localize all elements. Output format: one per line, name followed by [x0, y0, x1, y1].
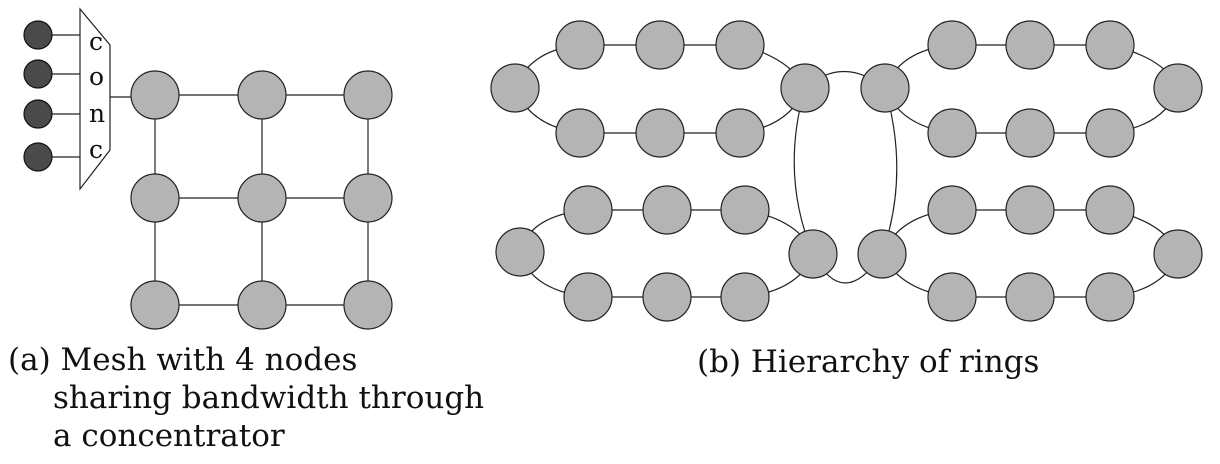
concentrator	[79, 7, 111, 191]
mesh-node	[130, 280, 180, 330]
terminal-node	[23, 99, 53, 129]
ring-node	[927, 272, 977, 322]
caption-b: (b) Hierarchy of rings	[697, 344, 1039, 380]
ring-node	[490, 63, 540, 113]
panel-a-mesh: c o n c (a) Mesh with 4 nodes sharing ba…	[8, 7, 484, 454]
caption-a-line-1: (a) Mesh with 4 nodes	[8, 342, 357, 378]
ring-node	[927, 185, 977, 235]
terminal-node	[23, 20, 53, 50]
mesh-node	[343, 280, 393, 330]
ring-node	[1005, 272, 1055, 322]
ring-node	[1085, 185, 1135, 235]
ring-node	[1085, 108, 1135, 158]
ring-node	[720, 185, 770, 235]
ring-node	[720, 272, 770, 322]
ring-node	[635, 108, 685, 158]
ring-node	[563, 272, 613, 322]
concentrator-letter: o	[89, 62, 104, 91]
ring-junction-node	[788, 229, 838, 279]
ring-node	[1153, 63, 1203, 113]
concentrator-letter: c	[89, 27, 103, 56]
ring-node	[495, 227, 545, 277]
caption-a-line-2: sharing bandwidth through	[53, 380, 484, 416]
ring-node	[1085, 272, 1135, 322]
terminal-node	[23, 59, 53, 89]
ring-node	[1005, 20, 1055, 70]
ring-node	[927, 108, 977, 158]
mesh-node	[343, 173, 393, 223]
ring-node	[635, 20, 685, 70]
ring-edges	[514, 44, 1179, 298]
mesh-node	[343, 70, 393, 120]
ring-node	[555, 20, 605, 70]
ring-node	[555, 108, 605, 158]
ring-node	[1153, 229, 1203, 279]
caption-a-line-3: a concentrator	[53, 418, 285, 454]
ring-node	[1005, 108, 1055, 158]
panel-b-rings: (b) Hierarchy of rings	[490, 20, 1203, 380]
ring-node	[642, 272, 692, 322]
ring-node	[1085, 20, 1135, 70]
mesh-node	[237, 280, 287, 330]
ring-junction-node	[860, 63, 910, 113]
concentrator-letter: c	[89, 135, 103, 164]
mesh-node	[237, 70, 287, 120]
ring-node	[563, 185, 613, 235]
ring-junction-node	[780, 63, 830, 113]
ring-node	[927, 20, 977, 70]
ring-node	[1005, 185, 1055, 235]
terminal-node	[23, 142, 53, 172]
mesh-node	[130, 173, 180, 223]
ring-node	[715, 108, 765, 158]
ring-junction-node	[857, 229, 907, 279]
ring-node	[642, 185, 692, 235]
concentrator-letter: n	[89, 99, 105, 128]
mesh-node	[237, 173, 287, 223]
ring-node	[715, 20, 765, 70]
mesh-node	[130, 70, 180, 120]
